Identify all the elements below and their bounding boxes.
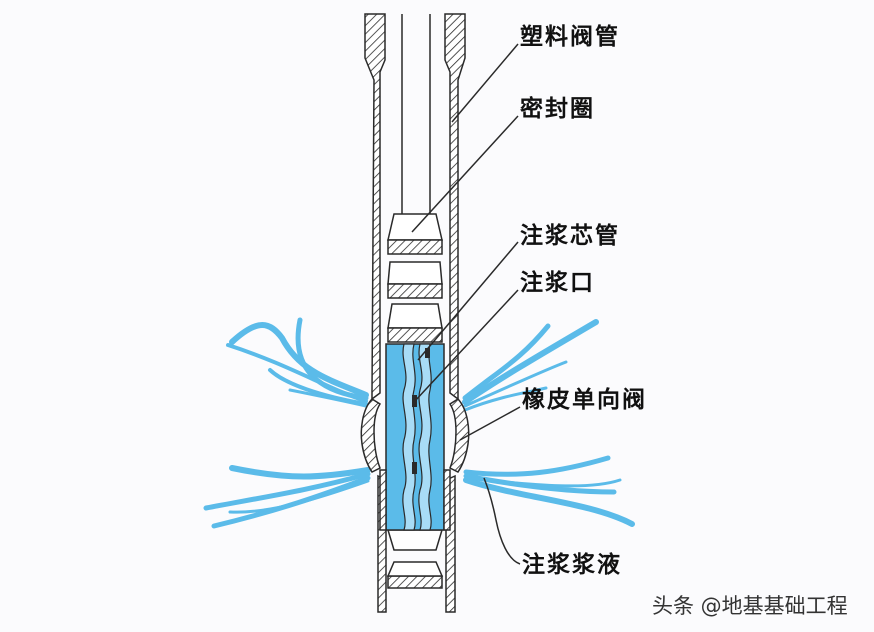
- collar-right: [443, 469, 451, 531]
- slurry-streak: [203, 471, 371, 511]
- slurry-streak: [229, 465, 371, 480]
- slurry-streaks-right: [462, 319, 635, 527]
- leader-line-grouting-core-pipe: [417, 241, 519, 361]
- seal-ring: [387, 213, 443, 241]
- label-grouting-slurry: 注浆浆液: [522, 552, 622, 578]
- slurry-streak: [463, 477, 635, 527]
- seal-ring-hatched: [387, 575, 443, 589]
- slurry-streak: [463, 360, 568, 408]
- slurry-streak: [226, 343, 368, 403]
- seal-ring: [386, 561, 444, 577]
- rubber-check-valve-left: [360, 398, 382, 473]
- slurry-streak: [464, 476, 622, 488]
- slurry-streak: [462, 323, 551, 401]
- label-grouting-core-pipe: 注浆芯管: [520, 223, 620, 249]
- slurry-streaks-left: [203, 317, 371, 529]
- valve-collars: [379, 469, 451, 531]
- grouting-port: [412, 462, 417, 474]
- watermark: 头条 @地基基础工程: [652, 594, 848, 618]
- pipe-wall-right-upper: [444, 13, 466, 401]
- label-seal-ring: 密封圈: [520, 96, 595, 122]
- seal-ring: [387, 261, 443, 285]
- label-plastic-valve-pipe: 塑料阀管: [520, 24, 620, 50]
- leader-line-seal-ring: [411, 115, 519, 233]
- label-rubber-check-valve: 橡皮单向阀: [522, 387, 647, 413]
- seal-ring-hatched: [387, 283, 443, 299]
- grouting-core-pipe: [385, 343, 445, 531]
- seal-rings: [386, 213, 444, 589]
- seal-ring-hatched: [387, 327, 443, 343]
- leader-line-plastic-valve-pipe: [451, 43, 519, 123]
- slurry-streak: [228, 479, 370, 514]
- collar-left: [379, 469, 387, 531]
- slurry-streak: [462, 319, 599, 405]
- seal-ring-hatched: [387, 239, 443, 255]
- rubber-check-valve-right: [448, 398, 470, 473]
- slurry-streak: [463, 386, 548, 412]
- seal-ring: [387, 303, 443, 329]
- core-pipe-wall-right: [418, 343, 432, 531]
- label-grouting-port: 注浆口: [520, 270, 595, 296]
- slurry-streak: [463, 455, 611, 477]
- slurry-streak: [229, 322, 369, 398]
- leader-line-rubber-check-valve: [459, 406, 521, 441]
- slurry-streak: [288, 388, 368, 408]
- plastic-valve-pipe: [360, 13, 470, 613]
- leader-lines: [411, 43, 521, 565]
- leader-line-grouting-slurry: [483, 477, 521, 565]
- grouting-port: [425, 348, 430, 358]
- pipe-wall-left-upper: [364, 13, 386, 401]
- seal-ring: [386, 529, 444, 551]
- leader-line-grouting-port: [413, 289, 519, 403]
